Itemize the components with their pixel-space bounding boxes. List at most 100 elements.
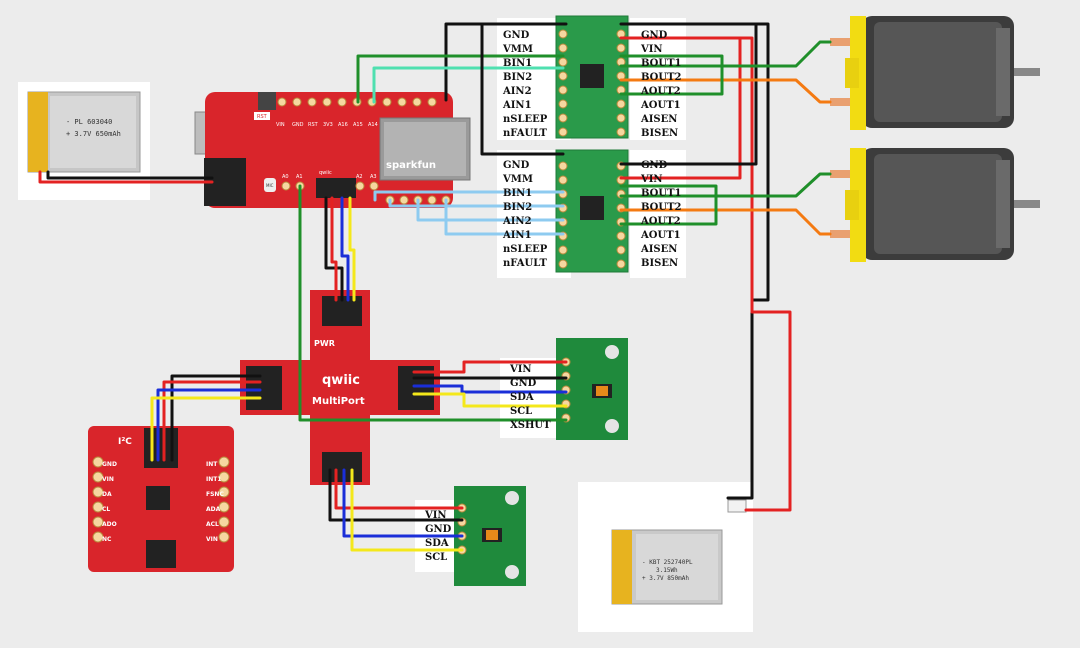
reset-button[interactable] [258, 92, 276, 110]
driver-bottom-right-pin-aout2: AOUT2 [640, 216, 681, 227]
small-battery-model: - KBT 252740PL [642, 559, 693, 566]
multiport-logo: qwiic [322, 373, 360, 388]
mcu-a16-to-bin1-green [356, 54, 565, 104]
top-bout1-green [619, 40, 832, 68]
driver-bottom-right-pin-bout1: BOUT1 [641, 188, 681, 199]
tof-red [412, 360, 568, 374]
tof-pin-gnd: GND [510, 378, 537, 389]
light-pin-sda: SDA [425, 538, 449, 549]
main-battery-model: - PL 603040 [66, 118, 112, 126]
driver-bottom-right-pin-gnd: GND [641, 160, 668, 171]
driver-top-left-pin-bin2: BIN2 [503, 72, 532, 83]
tof-yellow [412, 392, 568, 408]
imu-left-pin-da: DA [102, 491, 112, 498]
mcu-header-labels: VIN GND RST 3V3 A16 A15 A14 [276, 122, 378, 128]
imu-left-pin-ado: ADO [102, 521, 117, 528]
small-battery: - KBT 252740PL 3.15Wh + 3.7V 850mAh [611, 499, 747, 605]
motor-top [830, 16, 1040, 130]
qwiic-black [324, 196, 344, 302]
driver-bottom-right-pin-bout2: BOUT2 [641, 202, 682, 213]
imu-right-pin-vin: VIN [206, 536, 218, 543]
driver-top-right-pin-bout1: BOUT1 [641, 58, 681, 69]
driver-top-left-pin-ain1: AIN1 [502, 100, 532, 111]
battery-red-wire [38, 170, 214, 184]
svg-text:A15: A15 [353, 122, 363, 128]
svg-text:A0: A0 [282, 174, 289, 180]
svg-text:A14: A14 [368, 122, 378, 128]
light-red [334, 468, 464, 510]
driver-bottom-right-pin-vin: VIN [640, 174, 663, 185]
driver-top-left-pin-gnd: GND [503, 30, 530, 41]
svg-text:3V3: 3V3 [323, 122, 333, 128]
driver-gnd-to-small-battery-black [619, 22, 770, 500]
imu-header: I²C [118, 437, 132, 447]
tof-pin-scl: SCL [510, 406, 532, 417]
driver-bottom-left-pin-gnd: GND [503, 160, 530, 171]
tof-pin-vin: VIN [509, 364, 532, 375]
driver-vin-to-small-battery-red [619, 36, 792, 512]
imu-right-pin-acl: ACL [206, 521, 219, 528]
mcu-board: sparkfun RST VIN GND RST 3V3 A16 A15 A14… [194, 92, 471, 208]
qwiic-yellow [348, 196, 356, 302]
driver-top-right-pin-aout2: AOUT2 [640, 86, 681, 97]
battery-black-wire [46, 170, 214, 180]
driver-top-gnd-black [480, 22, 565, 156]
tof-sensor [556, 338, 628, 440]
light-blue [342, 468, 464, 538]
driver-top-right-pin-aout1: AOUT1 [640, 100, 681, 111]
mcu-qwiic-label: qwiic [319, 170, 332, 176]
driver-top-right-pin-bout2: BOUT2 [641, 72, 682, 83]
imu-right-pin-fsnc: FSNC [206, 491, 224, 498]
driver-bottom-right-pin-aout1: AOUT1 [640, 230, 681, 241]
driver-top-left-pin-nsleep: nSLEEP [503, 114, 548, 125]
driver-top-left-pin-bin1: BIN1 [503, 58, 532, 69]
driver-top-right-pin-vin: VIN [640, 44, 663, 55]
driver-bottom-right-pin-aisen: AISEN [640, 244, 677, 255]
mcu-bottom-labels: A0 A1 A2 A3 [282, 174, 377, 180]
imu-left-pin-nc: NC [102, 536, 112, 543]
mcu-to-bottom-driver-blue-3 [444, 198, 565, 236]
imu-right-pin-int: INT [206, 461, 218, 468]
driver-bottom-vin-red [619, 36, 742, 180]
svg-text:A3: A3 [370, 174, 377, 180]
main-battery-rating: + 3.7V 650mAh [66, 130, 121, 138]
light-pin-scl: SCL [425, 552, 447, 563]
multiport-title: MultiPort [312, 396, 365, 407]
qwiic-red [330, 196, 338, 302]
driver-top-right-pin-aisen: AISEN [640, 114, 677, 125]
bottom-bout2-orange [619, 208, 832, 236]
svg-text:A1: A1 [296, 174, 303, 180]
light-yellow [350, 468, 464, 552]
imu-left-pin-cl: CL [102, 506, 110, 513]
imu-board: I²C [88, 426, 234, 572]
small-battery-connector [727, 499, 747, 513]
driver-top-right-pin-bisen: BISEN [641, 128, 678, 139]
imu-left-pin-vin: VIN [102, 476, 114, 483]
reset-label: RST [257, 114, 268, 120]
main-battery: - PL 603040 + 3.7V 650mAh [27, 91, 141, 173]
svg-text:VIN: VIN [276, 122, 285, 128]
driver-bottom [555, 149, 629, 273]
driver-top-left-pin-nfault: nFAULT [503, 128, 547, 139]
imu-right-pin-ada: ADA [206, 506, 221, 513]
driver-top-right-pin-gnd: GND [641, 30, 668, 41]
tof-pin-sda: SDA [510, 392, 534, 403]
driver-bottom-left-pin-nfault: nFAULT [503, 258, 547, 269]
bottom-bout1-green [619, 172, 832, 198]
tof-label-panel [500, 358, 558, 438]
top-aout2-green-loop [619, 54, 724, 96]
light-pin-vin: VIN [424, 510, 447, 521]
bottom-aout2-green-loop [619, 184, 718, 226]
multiport-pwr: PWR [314, 339, 335, 348]
small-battery-rating: + 3.7V 850mAh [642, 575, 689, 582]
imu-blue [156, 388, 262, 462]
driver-bottom-left-pin-ain1: AIN1 [502, 230, 532, 241]
light-sensor [454, 486, 526, 586]
driver-top-left-pin-ain2: AIN2 [502, 86, 532, 97]
imu-red [162, 380, 262, 462]
driver-bottom-left-pin-bin2: BIN2 [503, 202, 532, 213]
multiport-board: PWR qwiic MultiPort [240, 290, 440, 485]
imu-left-pin-gnd: GND [102, 461, 117, 468]
mcu-brand: sparkfun [386, 160, 436, 171]
